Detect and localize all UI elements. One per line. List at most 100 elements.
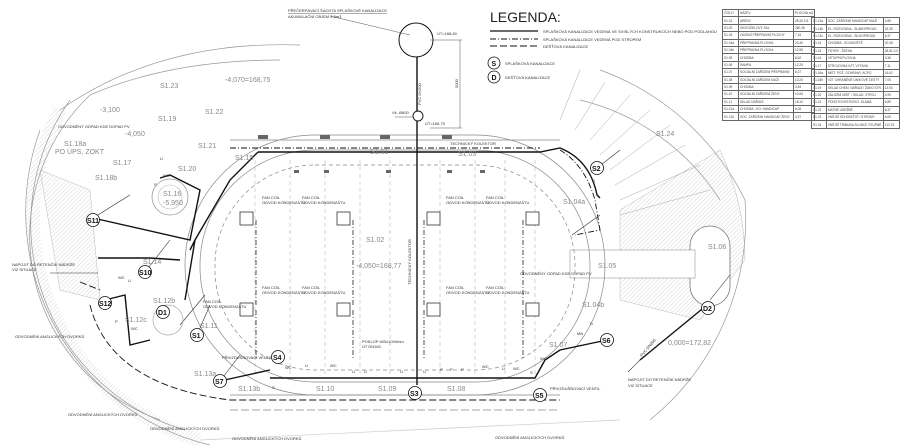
inspection-shaft [412,110,424,122]
note-courts-3: ODVODNĚNÍ ANGLICKÝCH DVORKŮ [150,426,219,431]
room-area: 3,36 [882,53,900,63]
manhole-s7: S7 [215,379,224,386]
room-number: S1.20 [811,90,827,100]
room-number: S1.18b [811,76,827,85]
room-number: S1.15 [811,46,827,55]
room-number: S1.09 [722,82,739,92]
level-s117: -4,050 [125,131,145,138]
svg-text:S: S [530,370,533,375]
hatched-yard-left [39,169,101,301]
room-number: S1.13a [811,16,827,26]
room-s124: S1.24 [656,131,674,138]
svg-text:P: P [115,319,118,324]
room-number: S1.05 [722,53,739,62]
note-hatch: POKLOP 600x1000mm [362,339,404,344]
room-s121: S1.21 [198,143,216,150]
manhole-s12: S12 [99,301,112,308]
manhole-s4: S4 [273,355,282,362]
room-number: S1.22 [811,105,827,115]
room-area: 28,61,0,0 [882,46,900,55]
room-name: SOC. ZAŘÍZENÍ HANDICAP MUŽI [825,16,884,26]
room-name: VNĚJŠÍ TRIBUNA SLUNCE STUPNĚ [825,120,884,129]
level-stair: -3,100 [100,107,120,114]
legend-symbol-d-label: DEŠŤOVÁ KANALIZACE [505,75,550,80]
note-dimension: 5000 [454,78,459,88]
svg-text:ODVOD KONDENZÁTU: ODVOD KONDENZÁTU [446,290,489,295]
room-area: 6,37 [882,105,900,115]
svg-text:WC: WC [540,356,547,361]
room-s108: S1.08 [447,386,465,393]
room-s122: S1.22 [205,109,223,116]
room-s104a: S1.04a [563,199,585,206]
room-area: 6,89 [882,98,900,107]
svg-text:P: P [440,367,443,372]
svg-text:ODVOD KONDENZÁTU: ODVOD KONDENZÁTU [446,200,489,205]
svg-text:P: P [461,367,464,372]
note-pump-volume: AKUMULAČNÍ OBJEM 2,5m3 [288,14,342,19]
fan-coil-units [239,211,540,317]
note-courts-1: ODVODNĚNÍ ANGLICKÝCH DVORKŮ [15,334,84,339]
room-name: VSTUPNÍ PLOCHA [825,53,884,63]
svg-text:FAN COIL: FAN COIL [486,195,505,200]
room-s113b: S1.13b [238,386,260,393]
room-name: SOCIÁLNÍ ZAŘÍZENÍ ŽENY [738,90,794,99]
room-number: S1.14 [811,39,827,48]
legend-line-1: SPLAŠKOVÁ KANALIZACE VEDENÁ VE SVISLÝCH … [543,29,717,34]
svg-text:ODVOD KONDENZÁTU: ODVOD KONDENZÁTU [486,200,529,205]
room-number: S1.08 [722,75,739,84]
room-number: S1.10 [722,90,739,99]
note-pump-shaft: PŘEČERPÁVACÍ ŠACHTA SPLAŠKOVÉ KANALIZACE [288,8,387,13]
room-name: ARÉNY [738,16,794,25]
stair-core [151,178,189,216]
room-number: S1.02 [722,23,739,33]
legend-lines [490,30,538,47]
arena [184,134,606,411]
condensate-pipes [255,220,524,360]
room-name: SKLAD CHEM. NÁŘADÍ / ŽÁKŮ STR. [825,83,884,92]
room-area: 7,05 [882,76,900,85]
room-s106: S1.06 [708,244,726,251]
level-arena: -4,050=168,77 [356,263,401,270]
svg-text:P: P [450,367,453,372]
room-s117: S1.17 [113,160,131,167]
room-area: 13,93 [882,83,900,92]
room-number: S1.07 [722,68,739,77]
header-area: PLOCHA m2 [792,8,816,18]
svg-text:FAN COIL: FAN COIL [203,299,222,304]
svg-text:S: S [272,385,275,390]
note-vs: Vš. Ø600 [392,110,409,115]
room-area: 113,75 [882,120,900,129]
svg-text:MN: MN [577,331,583,336]
room-name: SOCIÁLNÍ ZAŘÍZENÍ PŘEPRAVNÍ [738,68,794,77]
note-vent-left: PŘIVZDUŠŇOVACÍ VENTIL [222,355,273,360]
svg-text:FAN COIL: FAN COIL [486,285,505,290]
note-ut-top: ÚT=168,60 [437,31,458,36]
room-name: RAMPA [738,60,794,70]
room-name: ZÁZEMÍ PŘEPRAVNÍ PLOCHY [738,31,794,40]
room-number: S1.16 [811,53,827,63]
legend-title: LEGENDA: [490,9,561,25]
svg-text:ODVOD KONDENZÁTU: ODVOD KONDENZÁTU [262,290,305,295]
room-s118a-sub: PO ÚPS, ZOKT [55,147,105,156]
room-number: S1.23 [811,113,827,122]
dimension-5000 [329,15,462,129]
legend-line-2: SPLAŠKOVÁ KANALIZACE VEDENÁ POD STROPEM [543,37,641,42]
svg-text:U: U [502,366,505,371]
room-name: CHODBA - KO. HANDICAP [738,105,794,114]
note-hatch-2: ÚT DN160 [362,344,382,349]
room-name: SKLAD NÁŘADÍ [738,97,794,107]
svg-text:FAN COIL: FAN COIL [446,285,465,290]
